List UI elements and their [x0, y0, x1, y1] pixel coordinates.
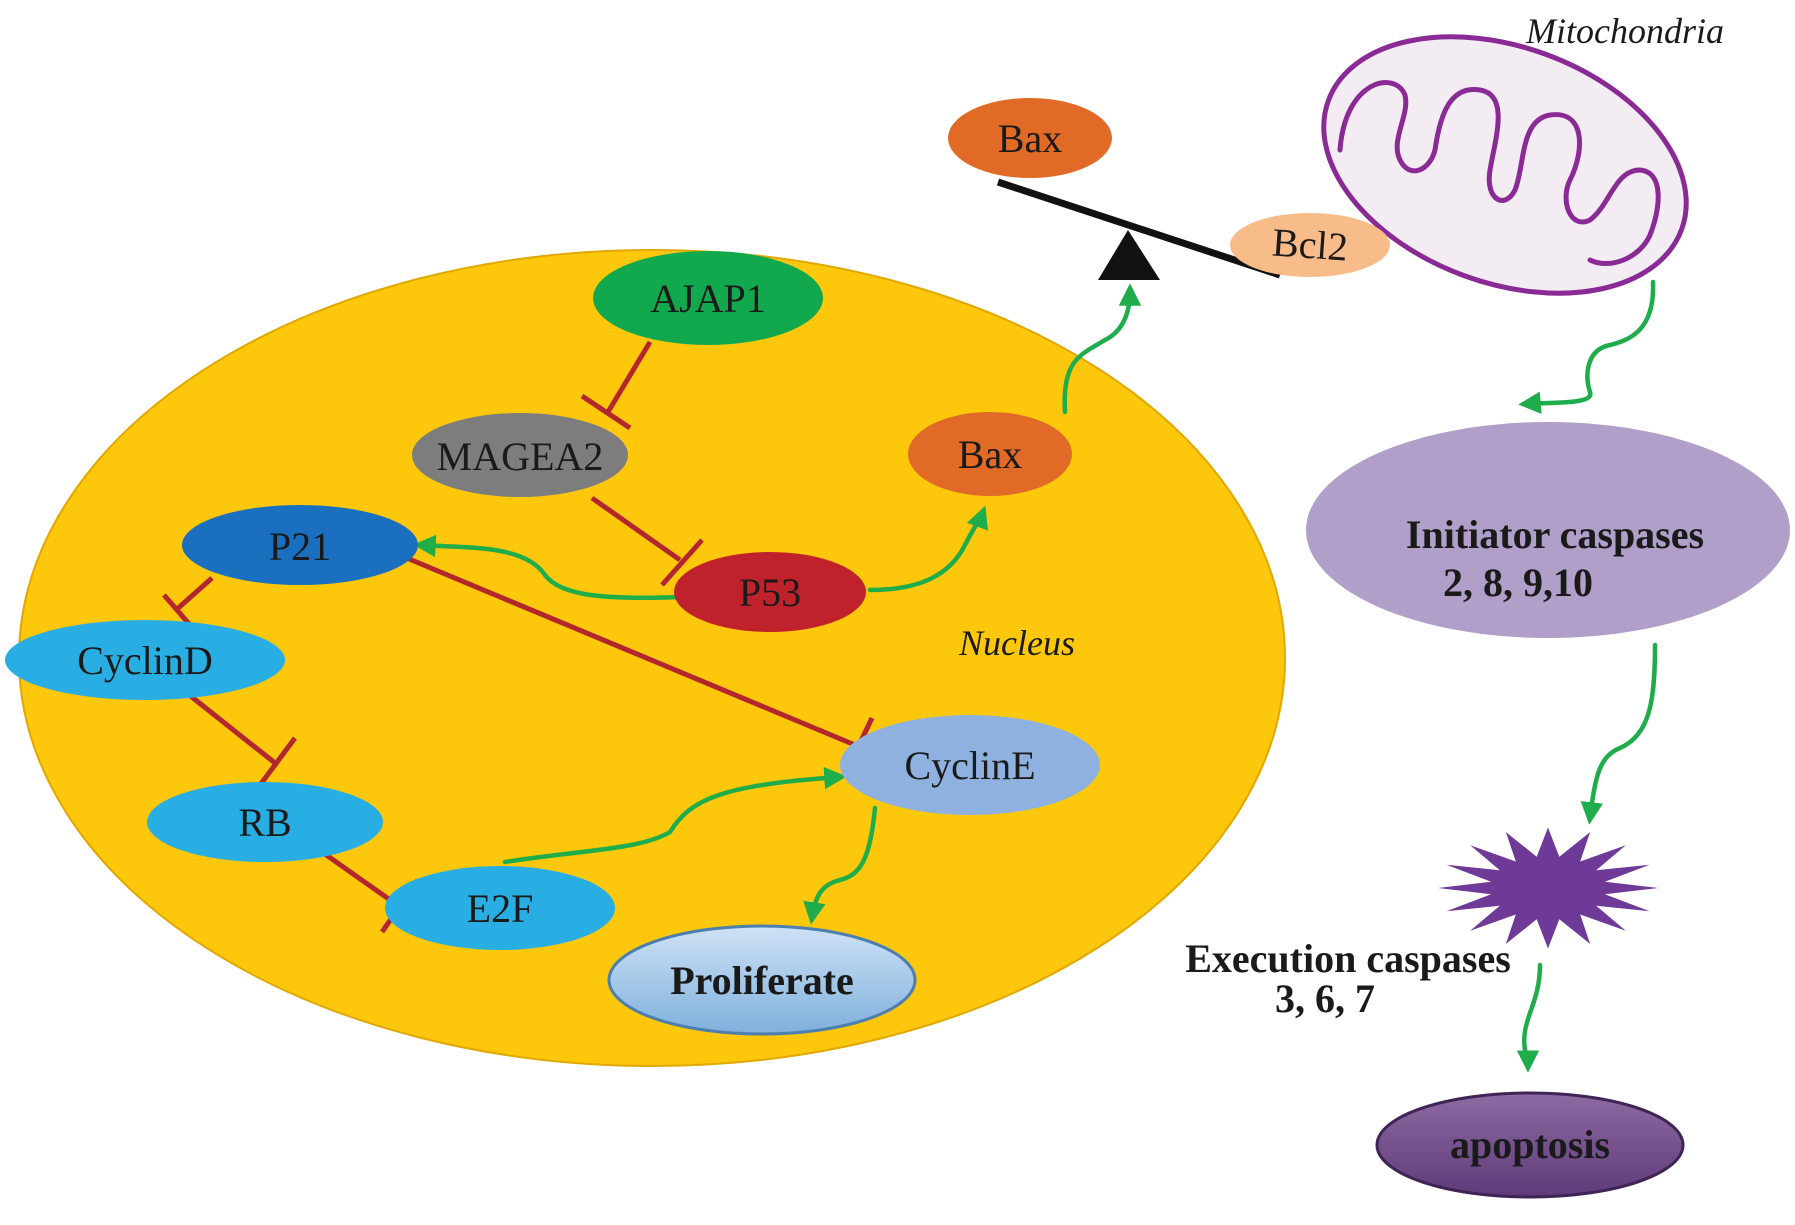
apoptosis-star — [1438, 827, 1658, 949]
node-cycline: CyclinE — [840, 715, 1100, 815]
balance-beam — [996, 178, 1282, 279]
node-cyclind: CyclinD — [5, 620, 285, 700]
node-p21-label: P21 — [269, 524, 331, 569]
execution-caspases-label-2: 3, 6, 7 — [1275, 976, 1375, 1021]
edge-cyclind-rb — [186, 692, 277, 765]
node-e2f-label: E2F — [467, 886, 534, 931]
edge-p53-p21 — [413, 534, 683, 601]
node-rb: RB — [147, 782, 383, 862]
node-bax-nucleus-label: Bax — [958, 432, 1022, 477]
edge-p21-cyclind — [174, 576, 214, 612]
balance-fulcrum — [1098, 230, 1160, 280]
node-bax-balance-label: Bax — [998, 116, 1062, 161]
node-initiator-caspases: Initiator caspases 2, 8, 9,10 — [1306, 422, 1790, 638]
execution-caspases-label-1: Execution caspases — [1185, 936, 1511, 981]
node-magea2-label: MAGEA2 — [437, 434, 604, 479]
edge-magea2-p53 — [590, 495, 682, 563]
edge-e2f-cycline — [502, 766, 847, 865]
node-cycline-label: CyclinE — [904, 743, 1035, 788]
node-bcl2: Bcl2 — [1230, 213, 1390, 277]
node-p53-label: P53 — [739, 570, 801, 615]
node-bax-nucleus: Bax — [908, 412, 1072, 496]
edge-p21-cycline — [389, 548, 856, 748]
edge-star-apoptosis — [1516, 962, 1543, 1073]
node-apoptosis-label: apoptosis — [1450, 1122, 1610, 1167]
edge-bax-balance — [1062, 283, 1142, 415]
node-proliferate: Proliferate — [607, 924, 917, 1036]
edge-mito-initiator — [1518, 279, 1656, 414]
node-bcl2-label: Bcl2 — [1271, 219, 1350, 269]
nucleus-label: Nucleus — [958, 623, 1075, 663]
node-e2f: E2F — [385, 866, 615, 950]
activation-edges — [413, 279, 1658, 1073]
node-cyclind-label: CyclinD — [77, 638, 213, 683]
edge-cycline-proliferate — [803, 805, 878, 925]
edge-initiator-apoptosis-star — [1580, 642, 1658, 825]
node-initiator-label-2: 2, 8, 9,10 — [1443, 560, 1593, 605]
node-apoptosis: apoptosis — [1375, 1091, 1685, 1199]
mitochondria-label: Mitochondria — [1525, 11, 1724, 51]
node-p53: P53 — [674, 552, 866, 632]
node-ajap1-label: AJAP1 — [650, 276, 766, 321]
node-bax-balance: Bax — [948, 98, 1112, 178]
node-ajap1: AJAP1 — [593, 251, 823, 345]
edge-ajap1-magea2 — [605, 340, 653, 414]
node-proliferate-label: Proliferate — [670, 958, 854, 1003]
node-magea2: MAGEA2 — [412, 413, 628, 497]
edge-p53-bax — [867, 505, 988, 593]
mitochondria — [1321, 34, 1689, 296]
node-p21: P21 — [182, 505, 418, 585]
node-rb-label: RB — [238, 800, 291, 845]
node-initiator-label-1: Initiator caspases — [1406, 512, 1704, 557]
edge-rb-e2f — [320, 849, 402, 910]
